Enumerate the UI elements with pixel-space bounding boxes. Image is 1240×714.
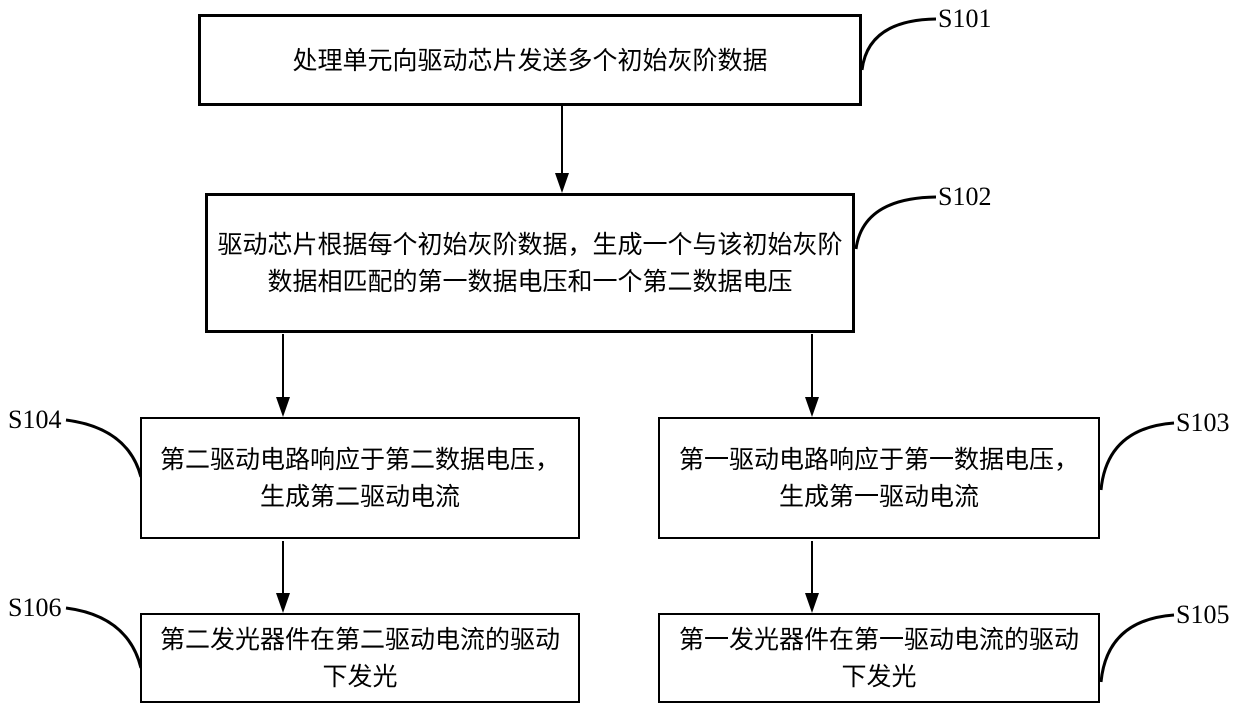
flow-step-box-s106: 第二发光器件在第二驱动电流的驱动 下发光 xyxy=(140,613,580,703)
step-text-line: 第二发光器件在第二驱动电流的驱动 xyxy=(159,625,560,654)
step-text-line: 生成第一驱动电流 xyxy=(778,482,979,511)
flow-step-box-s101: 处理单元向驱动芯片发送多个初始灰阶数据 xyxy=(198,14,862,106)
step-label-s102: S102 xyxy=(938,182,992,211)
arrow-s103-to-s105 xyxy=(805,541,819,613)
step-label-s106: S106 xyxy=(8,593,62,622)
callout-curve-s106 xyxy=(65,606,143,669)
step-label-s104: S104 xyxy=(8,405,62,434)
step-text-line: 下发光 xyxy=(322,662,398,691)
callout-curve-s102 xyxy=(854,195,937,250)
step-text-line: 第一发光器件在第一驱动电流的驱动 xyxy=(678,625,1079,654)
step-text-line: 生成第二驱动电流 xyxy=(259,482,460,511)
step-label-s101: S101 xyxy=(938,4,992,33)
flow-step-box-s102: 驱动芯片根据每个初始灰阶数据，生成一个与该初始灰阶 数据相匹配的第一数据电压和一… xyxy=(205,193,855,333)
step-text-line: 处理单元向驱动芯片发送多个初始灰阶数据 xyxy=(292,45,768,75)
step-label-s105: S105 xyxy=(1176,600,1230,629)
arrow-s104-to-s106 xyxy=(276,541,290,613)
callout-curve-s103 xyxy=(1099,421,1175,491)
arrow-s101-to-s102 xyxy=(555,106,569,193)
step-text-line: 驱动芯片根据每个初始灰阶数据，生成一个与该初始灰阶 xyxy=(217,230,843,259)
callout-curve-s101 xyxy=(860,17,937,71)
flow-step-box-s103: 第一驱动电路响应于第一数据电压， 生成第一驱动电流 xyxy=(658,417,1100,539)
arrow-s102-to-s103 xyxy=(805,334,819,417)
callout-curve-s104 xyxy=(65,418,143,478)
step-text-line: 下发光 xyxy=(841,662,917,691)
callout-curve-s105 xyxy=(1099,613,1175,683)
step-label-s103: S103 xyxy=(1176,408,1230,437)
arrow-s102-to-s104 xyxy=(276,334,290,417)
flow-step-box-s104: 第二驱动电路响应于第二数据电压， 生成第二驱动电流 xyxy=(140,417,580,539)
step-text-line: 第一驱动电路响应于第一数据电压， xyxy=(678,445,1079,474)
step-text-line: 第二驱动电路响应于第二数据电压， xyxy=(159,445,560,474)
flow-step-box-s105: 第一发光器件在第一驱动电流的驱动 下发光 xyxy=(658,613,1100,703)
step-text-line: 数据相匹配的第一数据电压和一个第二数据电压 xyxy=(267,267,793,296)
